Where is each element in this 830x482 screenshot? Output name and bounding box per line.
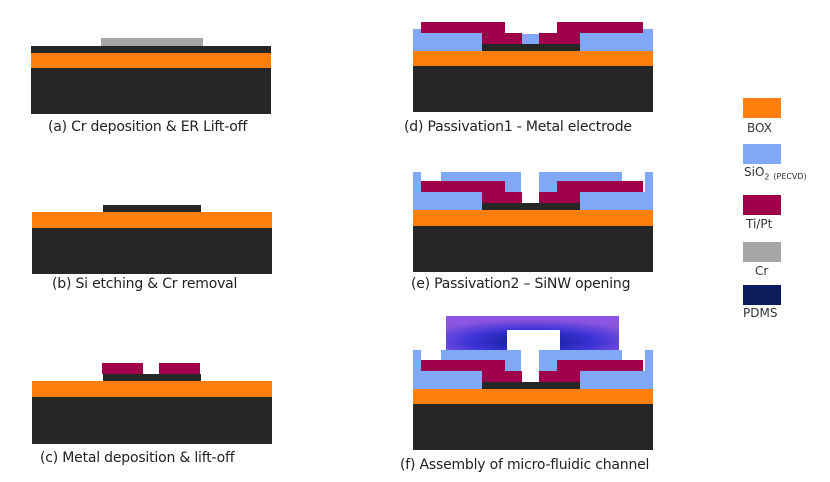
sio2-center bbox=[520, 34, 540, 44]
box-layer bbox=[31, 53, 271, 68]
sio2-left bbox=[413, 29, 482, 51]
legend-label-cr: Cr bbox=[755, 264, 769, 278]
box-layer bbox=[413, 210, 653, 226]
tipt-right bbox=[539, 22, 643, 44]
caption-step-d: (d) Passivation1 - Metal electrode bbox=[404, 119, 632, 135]
box-layer bbox=[32, 381, 272, 397]
substrate-layer bbox=[32, 397, 272, 444]
substrate-layer bbox=[413, 226, 653, 272]
legend-swatch-sio2 bbox=[743, 144, 781, 164]
step-f-cross-section bbox=[413, 316, 653, 450]
tipt-right bbox=[159, 363, 200, 374]
substrate-layer bbox=[31, 68, 271, 114]
box-layer bbox=[413, 51, 653, 66]
silicon-nanowire bbox=[103, 374, 201, 381]
legend-swatch-cr bbox=[743, 242, 781, 262]
legend-label-pdms: PDMS bbox=[743, 306, 778, 320]
box-layer bbox=[413, 389, 653, 404]
legend-swatch-pdms bbox=[743, 285, 781, 305]
pdms-channel bbox=[446, 316, 619, 350]
silicon-layer bbox=[31, 46, 271, 53]
caption-step-f: (f) Assembly of micro-fluidic channel bbox=[400, 457, 650, 473]
substrate-layer bbox=[413, 404, 653, 450]
legend-label-sio2: SiO2 (PECVD) bbox=[744, 165, 807, 182]
legend-label-tipt: Ti/Pt bbox=[746, 217, 773, 231]
legend-swatch-box bbox=[743, 98, 781, 118]
silicon-nanowire bbox=[482, 44, 580, 51]
caption-step-c: (c) Metal deposition & lift-off bbox=[40, 450, 235, 466]
silicon-nanowire bbox=[482, 382, 580, 389]
caption-step-b: (b) Si etching & Cr removal bbox=[52, 276, 238, 292]
sio2-right bbox=[580, 29, 653, 51]
caption-step-e: (e) Passivation2 – SiNW opening bbox=[411, 276, 631, 292]
substrate-layer bbox=[413, 66, 653, 112]
step-c-cross-section bbox=[32, 363, 272, 444]
step-d-cross-section bbox=[413, 22, 653, 112]
legend-swatch-tipt bbox=[743, 195, 781, 215]
legend-label-box: BOX bbox=[747, 121, 772, 135]
step-b-cross-section bbox=[32, 205, 272, 274]
cr-layer bbox=[101, 38, 203, 46]
caption-step-a: (a) Cr deposition & ER Lift-off bbox=[48, 119, 248, 135]
tipt-left bbox=[102, 363, 143, 374]
step-e-cross-section bbox=[413, 172, 653, 272]
tipt-left bbox=[421, 360, 522, 382]
step-a-cross-section bbox=[31, 38, 271, 114]
substrate-layer bbox=[32, 228, 272, 274]
silicon-nanowire bbox=[103, 205, 201, 212]
box-layer bbox=[32, 212, 272, 228]
silicon-nanowire bbox=[482, 203, 580, 210]
tipt-right bbox=[539, 181, 643, 203]
tipt-left bbox=[421, 181, 522, 203]
tipt-left bbox=[421, 22, 522, 44]
tipt-right bbox=[539, 360, 643, 382]
